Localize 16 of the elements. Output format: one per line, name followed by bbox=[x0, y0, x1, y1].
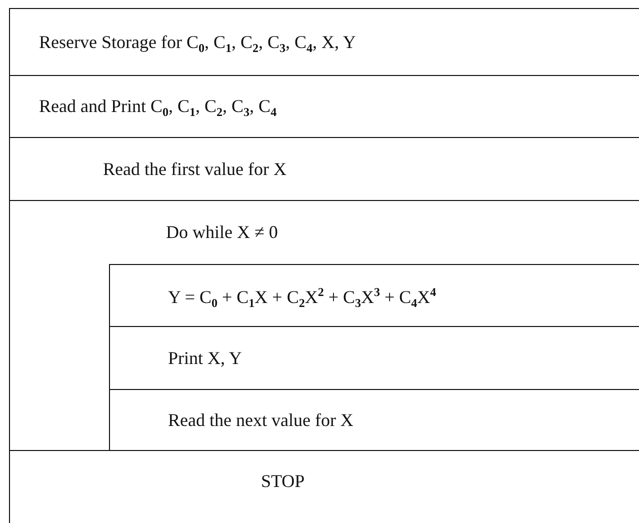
step-text: Reserve Storage for C$_{0}$, C$_{1}$, C$_{2}$, C$_{3}$, C$_{4}$, X, Y bbox=[39, 32, 356, 54]
step-text: Do while X ≠ 0 bbox=[166, 222, 278, 240]
process-block bbox=[109, 389, 639, 451]
process-block bbox=[9, 8, 639, 75]
step-text: Read and Print C$_{0}$, C$_{1}$, C$_{2}$, C$_{3}$, C$_{4}$ bbox=[39, 97, 277, 118]
step-text: Y = C$_{0}$ + C$_{1}$X + C$_{2}$X$^{2}$ + C$_{3}$X$^{3}$ + C$_{4}$X$^{4}$ bbox=[168, 286, 436, 309]
process-block bbox=[9, 450, 639, 523]
process-block bbox=[9, 75, 639, 137]
step-text: Read the next value for X bbox=[168, 411, 354, 429]
loop-block bbox=[9, 200, 639, 450]
step-text: Read the first value for X bbox=[103, 160, 286, 178]
step-text: Print X, Y bbox=[168, 348, 242, 366]
process-block bbox=[109, 264, 639, 326]
process-block bbox=[9, 137, 639, 200]
step-text: STOP bbox=[261, 472, 305, 490]
process-block bbox=[109, 326, 639, 389]
